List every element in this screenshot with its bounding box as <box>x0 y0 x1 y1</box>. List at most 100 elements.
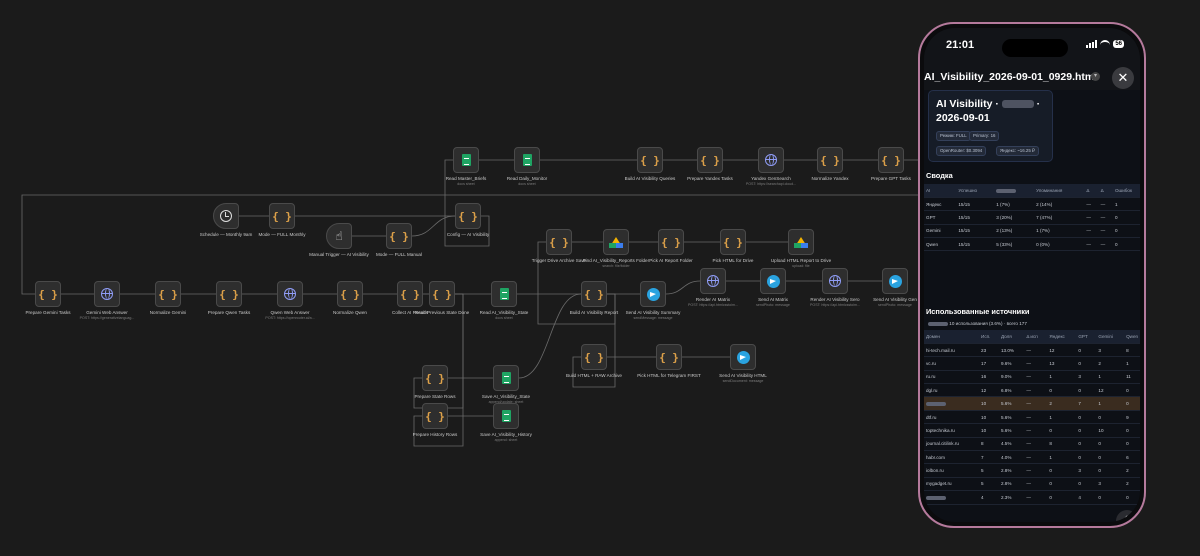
share-button[interactable]: ⇪ <box>1116 510 1138 522</box>
table-cell: 4.0% <box>998 450 1025 465</box>
workflow-node-mode-full[interactable]: { } <box>269 203 295 229</box>
workflow-node-prep-gemini[interactable]: { } <box>35 281 61 307</box>
workflow-node-build-queries[interactable]: { } <box>637 147 663 173</box>
code-icon: { } <box>340 287 360 301</box>
status-time: 21:01 <box>946 39 975 51</box>
table-header-cell: Ошибок <box>1112 184 1140 198</box>
workflow-node-manual[interactable]: ☝ <box>326 223 352 249</box>
sources-heading: Использованные источники <box>926 307 1030 316</box>
code-icon: { } <box>881 153 901 167</box>
chevron-down-icon[interactable]: ▾ <box>1091 72 1100 81</box>
drive-icon <box>794 236 808 248</box>
globe-icon <box>707 275 719 287</box>
table-cell: 8 <box>1124 343 1140 358</box>
workflow-node-trig-drive[interactable]: { } <box>546 229 572 255</box>
workflow-node-norm-gemini[interactable]: { } <box>155 281 181 307</box>
workflow-node-prep-hist[interactable]: { } <box>422 403 448 429</box>
workflow-node-prep-qwen[interactable]: { } <box>216 281 242 307</box>
workflow-node-send-gen[interactable] <box>882 268 908 294</box>
table-cell: 0 <box>1124 396 1140 411</box>
workflow-node-pick-html[interactable]: { } <box>720 229 746 255</box>
workflow-node-label: Build AI Visibility Queries <box>624 176 676 181</box>
workflow-node-subtitle: POST: https://api.htmlcsstoim... <box>810 303 860 307</box>
table-cell: 0 <box>1047 423 1077 438</box>
table-header-cell: Δ исп <box>1024 330 1048 344</box>
workflow-node-read-prev[interactable]: { } <box>429 281 455 307</box>
table-cell: dgl.ru <box>924 383 980 398</box>
table-cell: — <box>1098 224 1113 239</box>
workflow-node-label: Qwen Web Answer <box>270 310 310 315</box>
workflow-node-pick-folder[interactable]: { } <box>658 229 684 255</box>
workflow-node-gemini-web[interactable] <box>94 281 120 307</box>
table-cell: 0 <box>1124 490 1140 505</box>
workflow-node-label: Send AI Visibility HTML <box>719 373 767 378</box>
workflow-node-save-state[interactable] <box>493 365 519 391</box>
workflow-node-label: Upload HTML Report to Drive <box>770 258 832 263</box>
workflow-node-prep-state[interactable]: { } <box>422 365 448 391</box>
workflow-node-norm-qwen[interactable]: { } <box>337 281 363 307</box>
workflow-node-read-master[interactable] <box>453 147 479 173</box>
workflow-node-config[interactable]: { } <box>455 203 481 229</box>
workflow-node-label: Prepare State Rows <box>414 394 456 399</box>
signal-icon <box>1086 40 1098 48</box>
workflow-node-yandex-gen[interactable] <box>758 147 784 173</box>
workflow-node-send-summary[interactable] <box>640 281 666 307</box>
table-cell: 0 <box>1096 410 1125 425</box>
code-icon: { } <box>820 153 840 167</box>
file-name[interactable]: AI_Visibility_2026-09-01_0929.html <box>924 71 1098 83</box>
table-cell: 13.0% <box>998 343 1025 358</box>
close-button[interactable]: ✕ <box>1112 67 1134 89</box>
tg-icon <box>736 350 750 364</box>
table-cell: 0 <box>1076 477 1097 492</box>
workflow-node-build-html[interactable]: { } <box>581 344 607 370</box>
workflow-node-prep-yandex[interactable]: { } <box>697 147 723 173</box>
workflow-node-label: Render AI Visibility Sero <box>810 297 860 302</box>
workflow-node-label: Config — AI Visibility <box>446 232 490 237</box>
workflow-node-read-daily[interactable] <box>514 147 540 173</box>
status-icons: 56 <box>1086 40 1124 48</box>
workflow-node-norm-yandex[interactable]: { } <box>817 147 843 173</box>
table-cell: 3 <box>1096 343 1125 358</box>
workflow-node-schedule[interactable] <box>213 203 239 229</box>
workflow-node-pick-tg[interactable]: { } <box>656 344 682 370</box>
chip-mode: Режим: FULL <box>936 131 971 141</box>
table-cell: Яндекс <box>924 197 957 212</box>
workflow-node-render-sero[interactable] <box>822 268 848 294</box>
redacted-domain <box>928 321 948 326</box>
workflow-node-label: Find AI_Visibility_Reports Folder <box>582 258 650 263</box>
workflow-node-find-folder[interactable] <box>603 229 629 255</box>
workflow-node-upload[interactable] <box>788 229 814 255</box>
workflow-node-qwen-web[interactable] <box>277 281 303 307</box>
chip-cost: OpenRouter: $0.3094 <box>936 146 987 156</box>
workflow-node-prep-gpt[interactable]: { } <box>878 147 904 173</box>
workflow-node-label: Gemini Web Answer <box>86 310 128 315</box>
table-cell: 2 <box>1124 477 1140 492</box>
table-cell: — <box>1024 356 1048 371</box>
table-cell: 1 <box>1047 370 1077 385</box>
table-cell: toptechnika.ru <box>924 423 980 438</box>
phone-frame: 21:01 56 AI_Visibility_2026-09-01_0929.h… <box>918 22 1146 528</box>
workflow-node-save-hist[interactable] <box>493 403 519 429</box>
table-cell: 13 <box>1047 356 1077 371</box>
workflow-node-send-html[interactable] <box>730 344 756 370</box>
workflow-node-collect[interactable]: { } <box>397 281 423 307</box>
table-cell: 5.6% <box>998 423 1025 438</box>
code-icon: { } <box>458 209 478 223</box>
workflow-node-send-matrix[interactable] <box>760 268 786 294</box>
workflow-node-mode-manual[interactable]: { } <box>386 223 412 249</box>
table-cell: 2 (13%) <box>994 224 1035 239</box>
table-cell: — <box>1024 423 1048 438</box>
report-title: AI Visibility · · 2026-09-01 <box>936 98 1041 124</box>
workflow-node-read-state[interactable] <box>491 281 517 307</box>
workflow-edge <box>444 159 490 247</box>
redacted-domain <box>926 401 946 406</box>
redacted-header <box>996 188 1017 193</box>
code-icon: { } <box>659 350 679 364</box>
table-cell: journal.citilink.ru <box>924 437 980 452</box>
workflow-node-render-matrix[interactable] <box>700 268 726 294</box>
workflow-node-build-report[interactable]: { } <box>581 281 607 307</box>
